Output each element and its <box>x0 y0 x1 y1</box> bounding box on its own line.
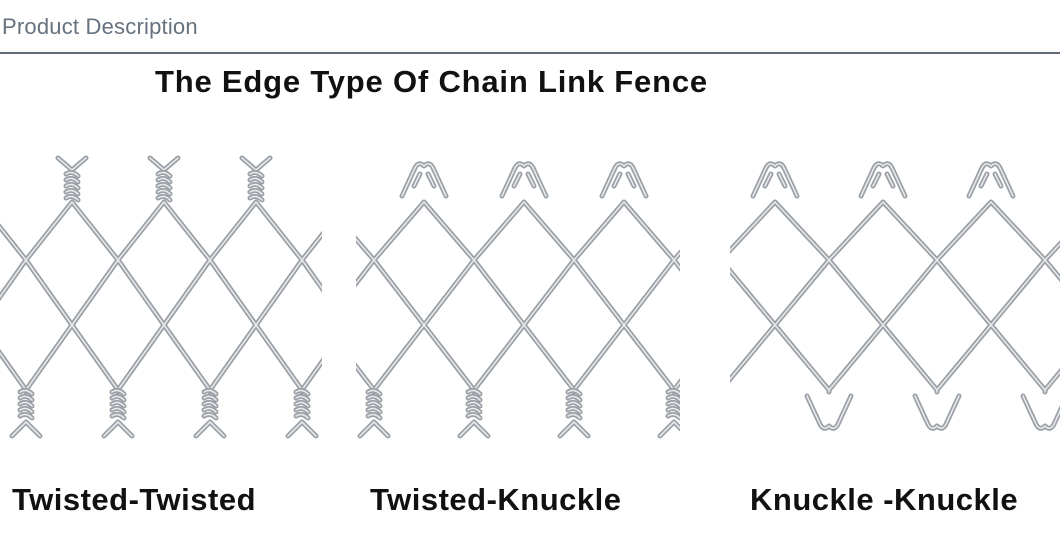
twisted-edge-coil <box>293 387 311 421</box>
knuckle-edge-hook <box>762 171 788 189</box>
twisted-edge-barb <box>239 155 273 173</box>
knuckle-edge-loop <box>599 161 649 199</box>
twisted-edge-barb <box>357 419 391 439</box>
knuckle-edge-loop <box>804 393 854 431</box>
twisted-edge-barb <box>557 419 591 439</box>
twisted-edge-coil <box>565 387 583 421</box>
knuckle-edge-hook <box>611 171 637 189</box>
twisted-edge-coil <box>247 169 265 203</box>
twisted-edge-barb <box>9 419 43 439</box>
knuckle-edge-hook <box>511 171 537 189</box>
twisted-edge-coil <box>109 387 127 421</box>
twisted-edge-coil <box>365 387 383 421</box>
knuckle-edge-loop <box>399 161 449 199</box>
fence-illustration-twisted-twisted <box>0 150 322 440</box>
twisted-edge-coil <box>155 169 173 203</box>
knuckle-edge-hook <box>411 171 437 189</box>
knuckle-edge-loop <box>912 393 962 431</box>
caption-knuckle-knuckle: Knuckle -Knuckle <box>750 482 1019 517</box>
twisted-edge-coil <box>665 387 680 421</box>
caption-twisted-twisted: Twisted-Twisted <box>12 482 257 517</box>
mesh-wire <box>730 199 1060 395</box>
fence-illustration-twisted-knuckle <box>356 150 680 440</box>
knuckle-edge-loop <box>499 161 549 199</box>
twisted-edge-barb <box>147 155 181 173</box>
section-title: Product Description <box>2 14 198 39</box>
mesh-wire <box>0 199 322 395</box>
fence-illustration-knuckle-knuckle <box>730 150 1060 440</box>
twisted-edge-barb <box>101 419 135 439</box>
twisted-edge-barb <box>457 419 491 439</box>
twisted-edge-barb <box>657 419 680 439</box>
knuckle-edge-loop <box>858 161 908 199</box>
twisted-edge-barb <box>55 155 89 173</box>
twisted-edge-coil <box>465 387 483 421</box>
chain-link-mesh-image <box>730 161 1060 431</box>
knuckle-edge-loop <box>1020 393 1060 431</box>
knuckle-edge-hook <box>978 171 1004 189</box>
chain-link-mesh-image <box>0 155 322 439</box>
caption-twisted-knuckle: Twisted-Knuckle <box>370 482 622 517</box>
knuckle-edge-hook <box>870 171 896 189</box>
mesh-wire <box>356 199 680 395</box>
chain-link-mesh-image <box>356 161 680 439</box>
section-header: Product Description <box>0 0 1060 54</box>
twisted-edge-barb <box>193 419 227 439</box>
twisted-edge-coil <box>201 387 219 421</box>
figure-title: The Edge Type Of Chain Link Fence <box>155 64 708 99</box>
knuckle-edge-loop <box>750 161 800 199</box>
twisted-edge-coil <box>17 387 35 421</box>
knuckle-edge-loop <box>966 161 1016 199</box>
twisted-edge-coil <box>63 169 81 203</box>
twisted-edge-barb <box>285 419 319 439</box>
